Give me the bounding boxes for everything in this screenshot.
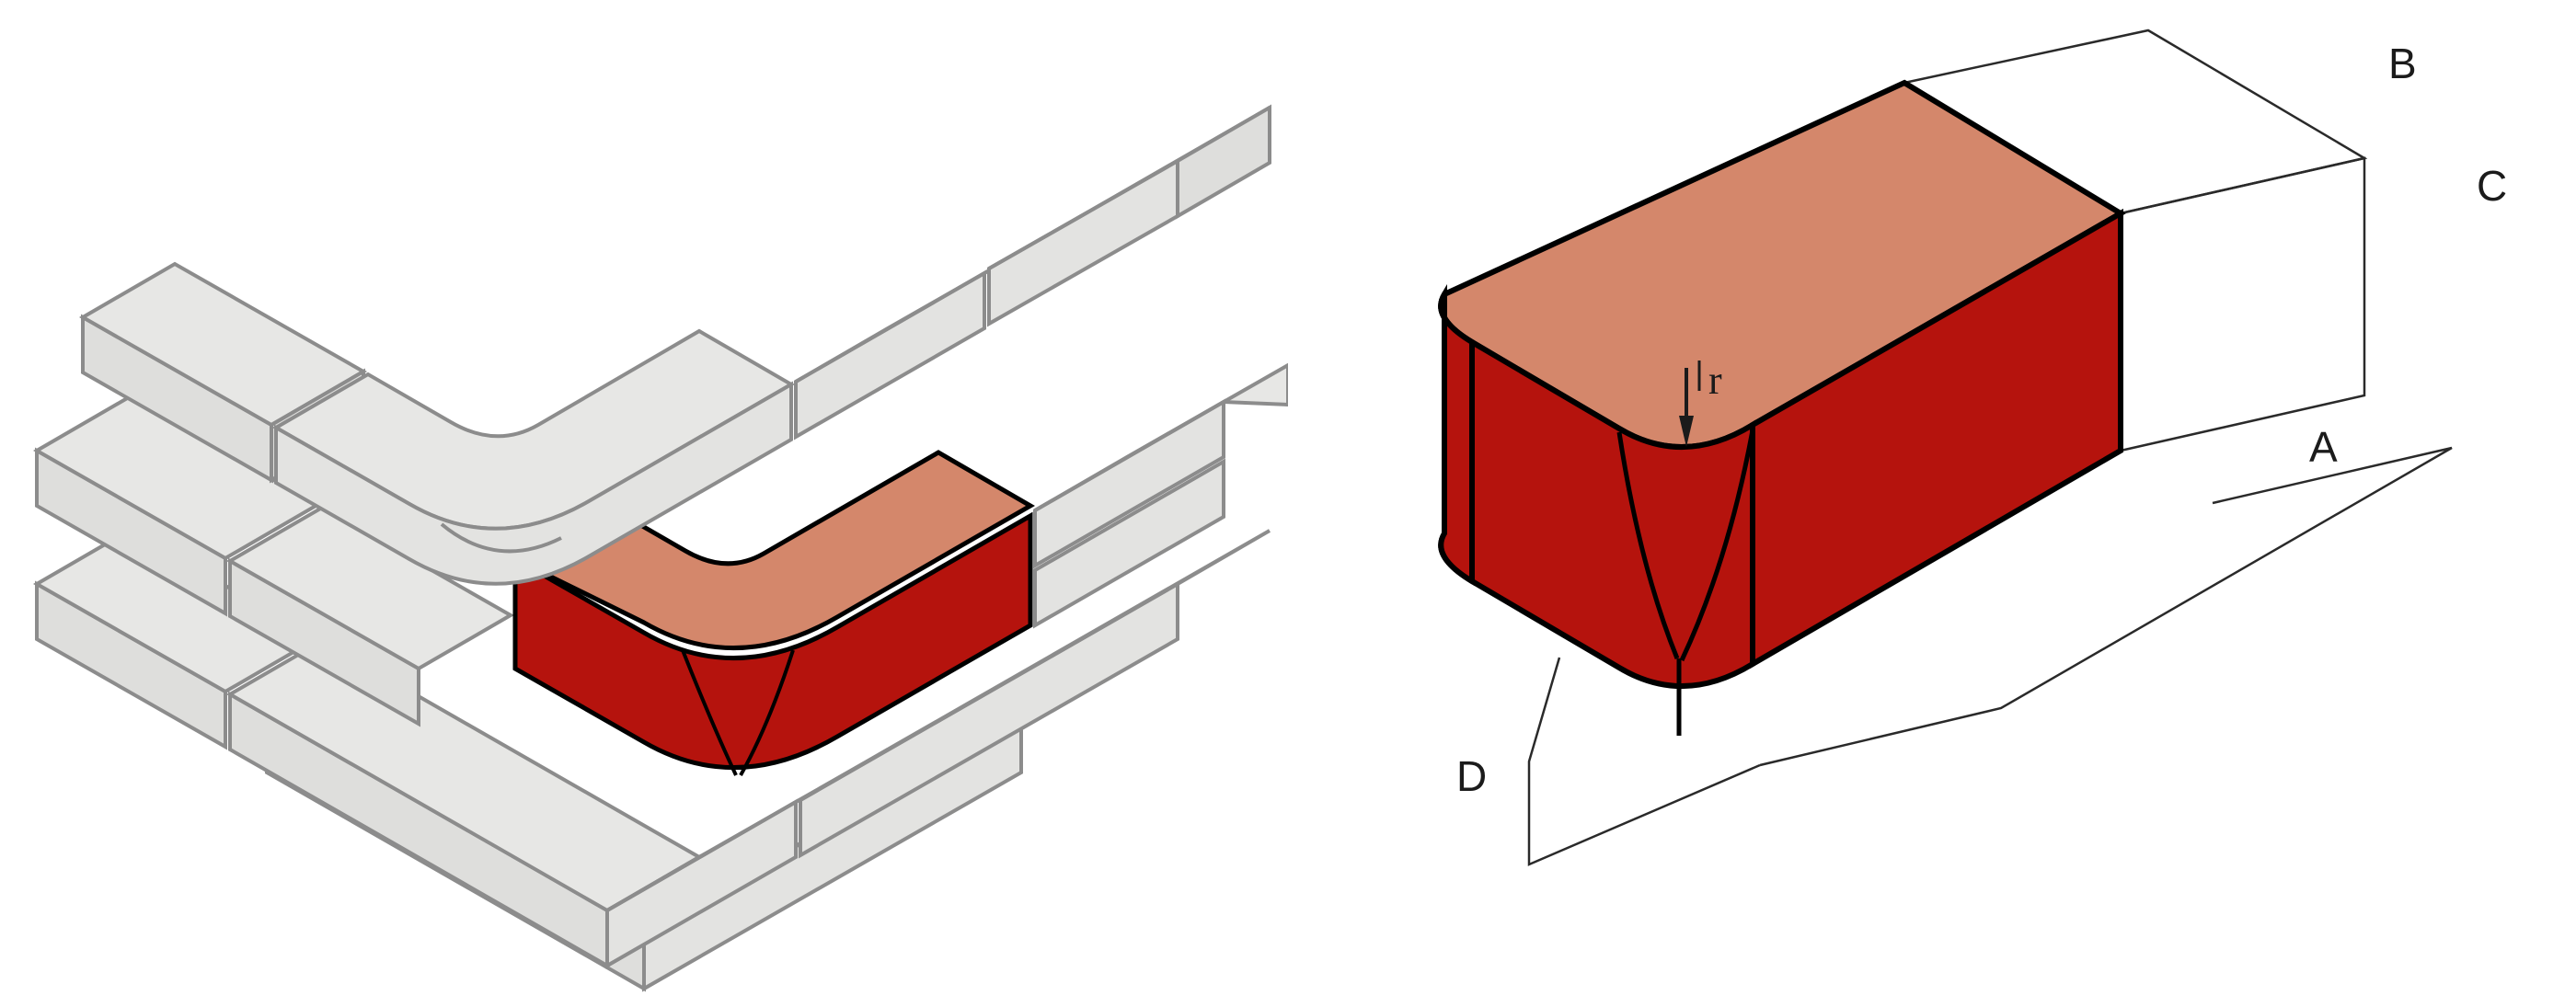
dimension-label-c: C (2477, 162, 2507, 210)
dimension-a-lines (1759, 446, 2453, 767)
wall-brick (799, 529, 1271, 859)
dimension-label-a: A (2309, 423, 2338, 471)
bullnose-ruling-left (1616, 431, 1680, 659)
brick-dimension-illustration: r B C A D (1288, 0, 2576, 1007)
brick-front-face (512, 511, 1033, 770)
brick-dimension-svg: r B C A D (1438, 29, 2507, 866)
brick-top-face (510, 450, 1035, 650)
wall-corner-svg (32, 104, 1288, 992)
wall-brick (1033, 362, 1288, 569)
wall-brick (1033, 458, 1225, 629)
dimension-c-lines (2120, 156, 2366, 452)
wall-brick-bullnose-grey (271, 328, 795, 586)
bullnose-seam-right (739, 649, 795, 776)
radius-callout: r (1679, 358, 1722, 447)
dimension-label-d: D (1456, 752, 1487, 800)
dimension-label-b: B (2388, 40, 2417, 87)
wall-corner-illustration (32, 104, 1288, 992)
bullnose-ruling-right (1679, 429, 1755, 662)
radius-arrow-head (1679, 416, 1694, 447)
radius-label: r (1708, 358, 1722, 403)
grey-bullnose-curve (440, 522, 562, 554)
bullnose-brick-unit (1438, 79, 2126, 736)
grey-brick-face (274, 381, 793, 586)
wall-brick (987, 104, 1271, 327)
bullnose-corner-brick (510, 450, 1035, 776)
wall-brick (225, 505, 515, 727)
bullnose-seam-left (681, 649, 738, 776)
dimension-d-lines (1527, 657, 1761, 866)
brick-left-face (1438, 284, 1475, 587)
